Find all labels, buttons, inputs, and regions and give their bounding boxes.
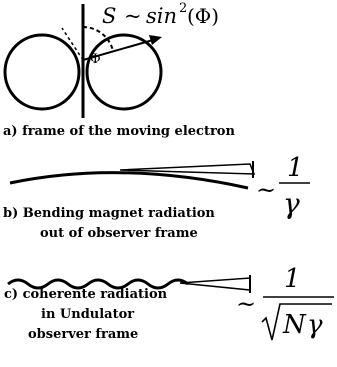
undulator-drawing: [7, 275, 251, 293]
formula-fn: sin: [146, 4, 177, 28]
sim-c: ~: [236, 290, 256, 318]
emission-arrow: [82, 39, 154, 61]
radiation-cone-c: [179, 277, 251, 291]
caption-b-line1: b) Bending magnet radiation: [3, 206, 215, 221]
left-lobe: [3, 33, 81, 111]
sim-b: ~: [256, 176, 276, 204]
intensity-formula: S ~ sin 2 (Φ): [102, 1, 219, 28]
caption-c-line2: in Undulator: [41, 307, 134, 322]
emission-arrowhead: [149, 35, 162, 45]
bending-magnet-drawing: [9, 161, 256, 190]
formula-exponent: 2: [179, 1, 187, 16]
formula-arg: (Φ): [187, 4, 219, 28]
sqrt-sign: [261, 303, 332, 341]
fraction-c-gamma: γ: [307, 310, 323, 340]
fraction-b-denominator: γ: [283, 187, 300, 220]
angle-guide: [61, 27, 84, 61]
electron-wiggle: [7, 278, 189, 290]
right-lobe: [85, 33, 163, 111]
formula-s: S: [102, 4, 116, 28]
fraction-c-numerator: 1: [284, 264, 301, 294]
caption-c-line3: observer frame: [28, 327, 138, 342]
dipole-pattern: Φ: [3, 4, 163, 118]
angle-label: Φ: [90, 52, 101, 67]
caption-b-line2: out of observer frame: [40, 226, 198, 241]
electron-arc: [9, 171, 249, 190]
angle-arc: [82, 26, 114, 52]
caption-a: a) frame of the moving electron: [3, 124, 235, 139]
fraction-c-N: N: [282, 310, 307, 340]
caption-c-line1: c) coherente radiation: [4, 287, 168, 302]
formula-sim: ~: [124, 4, 142, 28]
fraction-b-numerator: 1: [287, 153, 304, 183]
